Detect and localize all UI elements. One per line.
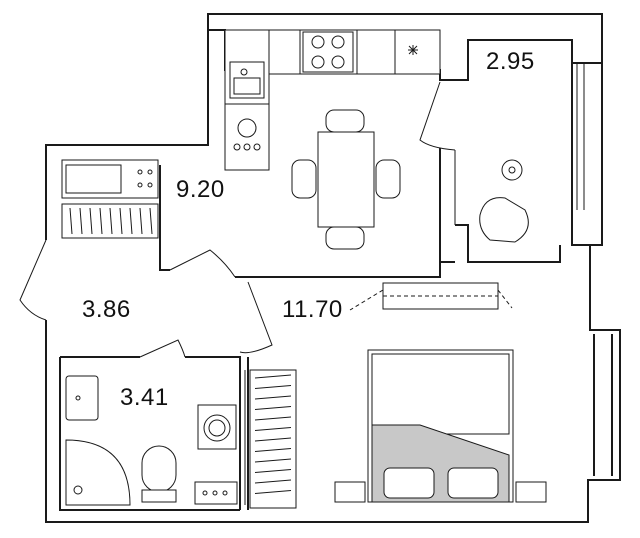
washing-machine-icon bbox=[197, 404, 237, 450]
wardrobe-hangers bbox=[254, 374, 292, 494]
balcony-table bbox=[501, 159, 523, 181]
shower-cabin bbox=[65, 439, 131, 506]
outer-walls bbox=[45, 13, 621, 523]
bath-counter bbox=[194, 481, 238, 505]
tv-unit bbox=[349, 282, 513, 311]
washer-icon bbox=[233, 118, 261, 151]
hallway-area-label: 3.86 bbox=[82, 296, 131, 323]
bathroom-area-label: 3.41 bbox=[120, 384, 169, 411]
balcony-area-label: 2.95 bbox=[486, 48, 535, 75]
kitchen-counter bbox=[224, 29, 441, 171]
balcony-window bbox=[576, 63, 585, 210]
kitchen-area-label: 9.20 bbox=[176, 176, 225, 203]
toilet-icon bbox=[141, 445, 177, 503]
bath-sink-icon bbox=[65, 375, 99, 421]
bed bbox=[334, 349, 547, 503]
living-room-area-label: 11.70 bbox=[282, 296, 343, 323]
stove-icon bbox=[302, 31, 354, 73]
fridge-icon bbox=[408, 45, 418, 55]
balcony-armchair bbox=[479, 197, 529, 243]
hall-cabinet bbox=[61, 159, 159, 239]
interior-walls bbox=[59, 148, 561, 511]
hall-wardrobe-hangers bbox=[69, 207, 153, 235]
kitchen-sink-icon bbox=[229, 61, 265, 99]
doors bbox=[19, 81, 456, 358]
dining-table bbox=[291, 109, 401, 250]
